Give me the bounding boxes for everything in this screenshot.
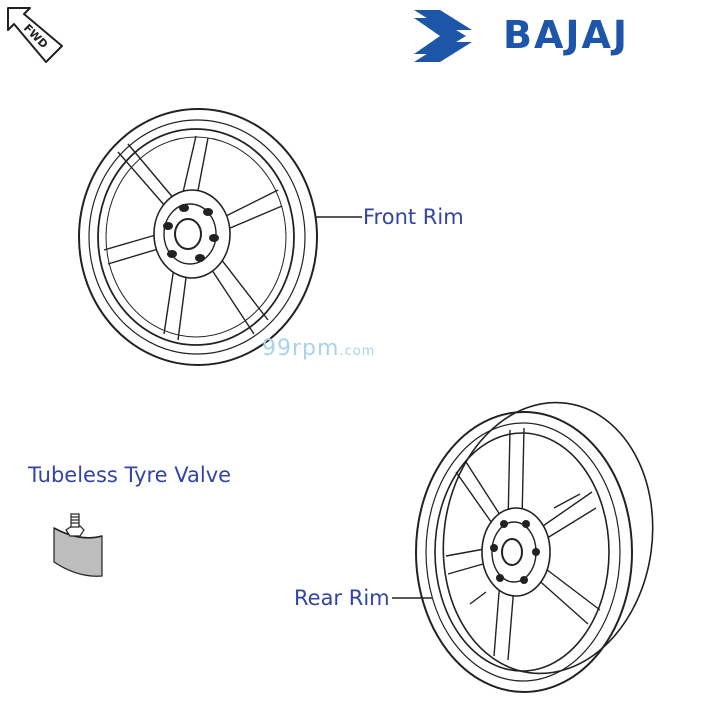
brand-name: BAJAJ <box>503 13 630 57</box>
fwd-arrow-icon: FWD <box>7 7 63 63</box>
tubeless-valve-drawing <box>53 513 103 577</box>
watermark-domain: .com <box>339 344 376 359</box>
watermark-main: 99rpm <box>262 336 340 361</box>
bajaj-logo-icon <box>414 10 472 62</box>
watermark: 99rpm.com <box>262 338 375 360</box>
tubeless-valve-label: Tubeless Tyre Valve <box>28 463 232 487</box>
front-rim-drawing <box>78 108 318 366</box>
rear-rim-label: Rear Rim <box>294 586 390 610</box>
rear-rim-drawing <box>415 401 654 693</box>
front-rim-label: Front Rim <box>363 205 464 229</box>
